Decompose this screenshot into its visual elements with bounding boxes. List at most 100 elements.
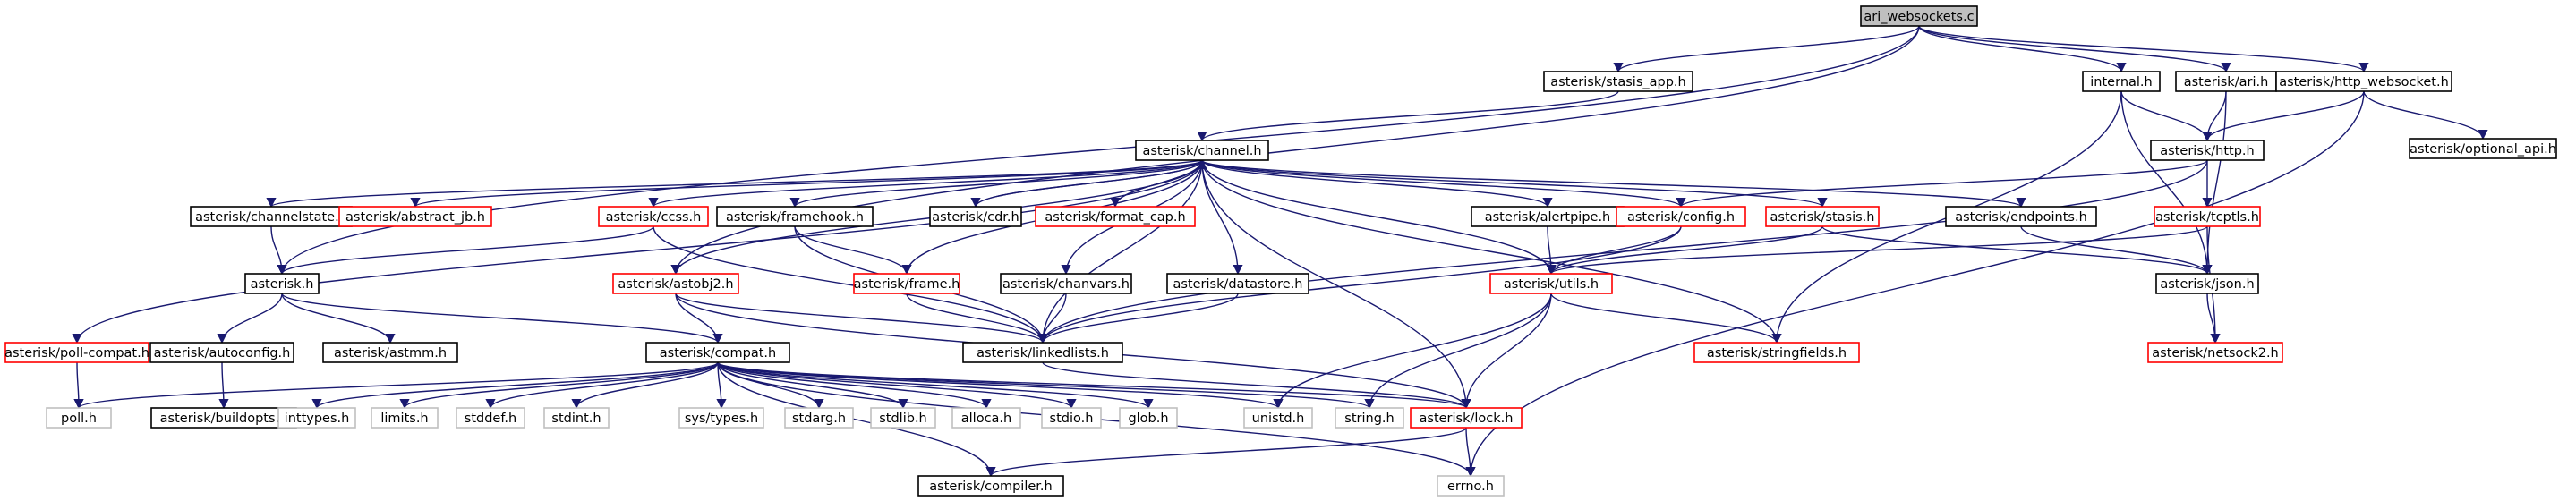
edge-ccss-to-linkedlists xyxy=(653,225,1048,344)
node-ari_websockets: ari_websockets.c xyxy=(1860,5,1978,27)
node-compiler[interactable]: asterisk/compiler.h xyxy=(917,475,1064,497)
node-netsock2[interactable]: asterisk/netsock2.h xyxy=(2147,342,2283,363)
edge-endpoints-to-json xyxy=(2020,225,2213,276)
node-chanvars[interactable]: asterisk/chanvars.h xyxy=(1000,273,1132,294)
node-format_cap[interactable]: asterisk/format_cap.h xyxy=(1035,206,1196,227)
node-stdint: stdint.h xyxy=(543,407,610,429)
node-inttypes: inttypes.h xyxy=(277,407,356,429)
edge-stasis_app-to-channel xyxy=(1197,90,1619,142)
node-box xyxy=(2082,71,2161,92)
node-box xyxy=(917,475,1064,497)
edge-utils-to-lock xyxy=(1461,293,1552,410)
node-box xyxy=(371,407,439,429)
edge-channel-to-poll_compat xyxy=(72,159,1203,344)
node-box xyxy=(2155,273,2259,294)
node-config[interactable]: asterisk/config.h xyxy=(1616,206,1746,227)
node-label: limits.h xyxy=(380,412,428,426)
edge-compat-to-unistd xyxy=(717,361,1284,410)
node-alloca: alloca.h xyxy=(951,407,1021,429)
node-box xyxy=(1410,407,1523,429)
node-channelstate[interactable]: asterisk/channelstate.h xyxy=(190,206,353,227)
node-autoconfig[interactable]: asterisk/autoconfig.h xyxy=(149,342,294,363)
node-stasis[interactable]: asterisk/stasis.h xyxy=(1765,206,1880,227)
node-box xyxy=(1243,407,1313,429)
node-asterisk_h[interactable]: asterisk.h xyxy=(244,273,320,294)
edge-ari_websockets-to-astobj2 xyxy=(670,25,1920,276)
node-label: asterisk/chanvars.h xyxy=(1002,277,1130,292)
node-label: asterisk/http.h xyxy=(2160,144,2254,158)
edge-tcptls-to-utils xyxy=(1546,225,2208,276)
node-framehook[interactable]: asterisk/framehook.h xyxy=(716,206,874,227)
node-box xyxy=(1335,407,1404,429)
node-buildopts[interactable]: asterisk/buildopts.h xyxy=(150,407,297,429)
node-label: asterisk/netsock2.h xyxy=(2152,346,2279,361)
node-label: asterisk/frame.h xyxy=(854,277,960,292)
edge-compat-to-limits xyxy=(399,361,719,410)
node-errno: errno.h xyxy=(1437,475,1505,497)
node-box xyxy=(951,407,1021,429)
node-box xyxy=(870,407,936,429)
node-box xyxy=(962,342,1123,363)
edge-ari_websockets-to-http_websocket xyxy=(1918,25,2369,73)
edge-channel-to-lock xyxy=(1201,159,1471,410)
edge-cdr-to-channel xyxy=(975,158,1207,208)
node-box xyxy=(1000,273,1132,294)
node-http[interactable]: asterisk/http.h xyxy=(2150,140,2265,161)
node-box xyxy=(1860,5,1978,27)
node-http_websocket[interactable]: asterisk/http_websocket.h xyxy=(2275,71,2452,92)
node-frame[interactable]: asterisk/frame.h xyxy=(853,273,960,294)
node-tcptls[interactable]: asterisk/tcptls.h xyxy=(2154,206,2261,227)
edge-datastore-to-linkedlists xyxy=(1037,293,1239,344)
node-lock[interactable]: asterisk/lock.h xyxy=(1410,407,1523,429)
edge-utils-to-unistd xyxy=(1273,293,1552,410)
node-astobj2[interactable]: asterisk/astobj2.h xyxy=(612,273,739,294)
node-poll_compat[interactable]: asterisk/poll-compat.h xyxy=(4,342,149,363)
node-box xyxy=(612,273,739,294)
node-stdarg: stdarg.h xyxy=(784,407,854,429)
node-compat[interactable]: asterisk/compat.h xyxy=(645,342,790,363)
edge-channel-to-channelstate xyxy=(266,159,1203,208)
node-label: sys/types.h xyxy=(685,412,758,426)
node-ccss[interactable]: asterisk/ccss.h xyxy=(598,206,709,227)
node-box xyxy=(543,407,610,429)
edge-channel-to-stringfields xyxy=(1201,159,1782,344)
edge-poll_compat-to-poll xyxy=(73,361,84,410)
node-box xyxy=(2147,342,2283,363)
node-astmm[interactable]: asterisk/astmm.h xyxy=(322,342,458,363)
node-json[interactable]: asterisk/json.h xyxy=(2155,273,2259,294)
node-endpoints[interactable]: asterisk/endpoints.h xyxy=(1945,206,2097,227)
node-box xyxy=(2275,71,2452,92)
node-label: asterisk/buildopts.h xyxy=(160,412,288,426)
node-box xyxy=(2409,138,2557,159)
edge-compat-to-systypes xyxy=(716,361,727,410)
node-label: asterisk/ccss.h xyxy=(606,210,702,225)
node-box xyxy=(338,206,492,227)
node-linkedlists[interactable]: asterisk/linkedlists.h xyxy=(962,342,1123,363)
node-stasis_app[interactable]: asterisk/stasis_app.h xyxy=(1543,71,1693,92)
node-channel[interactable]: asterisk/channel.h xyxy=(1135,140,1269,161)
node-alertpipe[interactable]: asterisk/alertpipe.h xyxy=(1471,206,1625,227)
node-box xyxy=(1135,140,1269,161)
edge-ari_websockets-to-stasis_app xyxy=(1613,25,1920,73)
edge-channel-to-linkedlists xyxy=(1037,159,1203,344)
node-stringfields[interactable]: asterisk/stringfields.h xyxy=(1693,342,1860,363)
node-ari[interactable]: asterisk/ari.h xyxy=(2175,71,2277,92)
node-box xyxy=(277,407,356,429)
node-internal[interactable]: internal.h xyxy=(2082,71,2161,92)
edge-ari_websockets-to-ari xyxy=(1918,25,2231,73)
node-datastore[interactable]: asterisk/datastore.h xyxy=(1166,273,1309,294)
node-label: asterisk/json.h xyxy=(2160,277,2254,292)
node-limits: limits.h xyxy=(371,407,439,429)
edge-internal-to-json xyxy=(2120,90,2213,276)
node-utils[interactable]: asterisk/utils.h xyxy=(1489,273,1613,294)
node-label: asterisk/autoconfig.h xyxy=(154,346,291,361)
edge-astobj2-to-compat xyxy=(675,293,723,344)
edge-ari-to-http xyxy=(2202,90,2227,142)
node-abstract_jb[interactable]: asterisk/abstract_jb.h xyxy=(338,206,492,227)
node-box xyxy=(678,407,764,429)
edge-http_websocket-to-errno xyxy=(1465,90,2365,478)
node-label: stdarg.h xyxy=(792,412,846,426)
node-optional_api[interactable]: asterisk/optional_api.h xyxy=(2409,138,2557,159)
node-cdr[interactable]: asterisk/cdr.h xyxy=(929,206,1022,227)
